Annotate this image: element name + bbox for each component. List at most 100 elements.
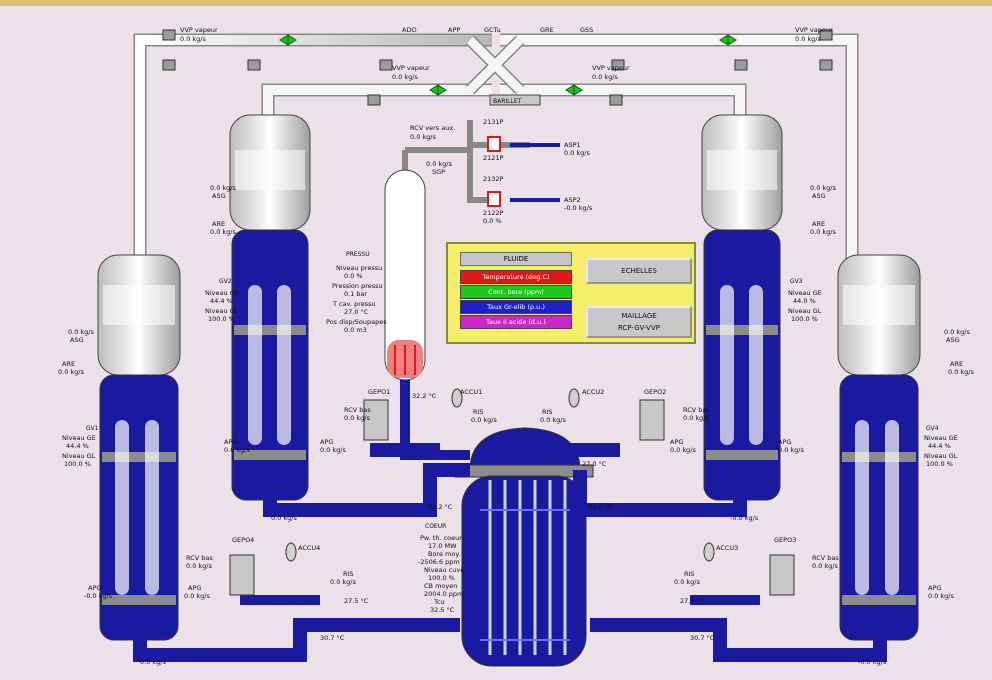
- accu-3-icon[interactable]: [703, 542, 715, 562]
- svg-text:GCTu: GCTu: [484, 26, 501, 34]
- svg-text:ACCU4: ACCU4: [298, 544, 320, 552]
- svg-text:ASG: ASG: [212, 192, 226, 200]
- accu-4-icon[interactable]: [285, 542, 297, 562]
- pressu-title: PRESSU: [346, 251, 370, 258]
- svg-text:RIS: RIS: [343, 570, 354, 578]
- svg-text:ARE: ARE: [812, 220, 825, 228]
- legend-item-bore[interactable]: Cont. bore (ppm): [460, 285, 572, 299]
- svg-text:ADO: ADO: [402, 26, 417, 34]
- svg-text:Niveau GL: Niveau GL: [205, 307, 239, 315]
- svg-text:Niveau GE: Niveau GE: [205, 289, 239, 297]
- vvp-center-left-label: VVP vapeur: [392, 64, 430, 72]
- svg-text:APG: APG: [88, 584, 101, 592]
- valve-vvp4-icon[interactable]: [719, 34, 737, 46]
- steam-generator-1: [97, 254, 181, 641]
- valve-vvp1-icon[interactable]: [279, 34, 297, 46]
- legend-item-label: Cont. bore (ppm): [488, 288, 544, 296]
- svg-text:0.0 kg/s: 0.0 kg/s: [186, 562, 212, 570]
- svg-text:32.2 °C: 32.2 °C: [428, 503, 453, 511]
- svg-text:Niveau GL: Niveau GL: [924, 452, 958, 460]
- svg-text:APG: APG: [224, 438, 237, 446]
- svg-text:GEPO4: GEPO4: [232, 536, 254, 544]
- svg-text:2132P: 2132P: [483, 175, 504, 183]
- steam-header: [133, 33, 859, 260]
- valve-vvp2-icon[interactable]: [429, 84, 447, 96]
- svg-text:0.0 kg/s: 0.0 kg/s: [180, 35, 206, 43]
- spray-valve-1-icon[interactable]: [487, 136, 501, 152]
- svg-text:0.0 kg/s: 0.0 kg/s: [224, 446, 250, 454]
- svg-text:0.1 bar: 0.1 bar: [344, 290, 368, 298]
- barillet-label: BARILLET: [493, 98, 522, 105]
- vvp-left-label: VVP vapeur: [180, 26, 218, 34]
- svg-text:0.0 %: 0.0 %: [483, 217, 502, 225]
- svg-text:0.0 kg/s: 0.0 kg/s: [344, 414, 370, 422]
- legend-item-taux-gr[interactable]: Taux Gr-elib (p.u.): [460, 300, 572, 314]
- pump-4-icon[interactable]: [769, 554, 795, 596]
- valve-vvp3-icon[interactable]: [565, 84, 583, 96]
- instrument-tags: [162, 29, 833, 106]
- svg-text:Niveau GE: Niveau GE: [924, 434, 958, 442]
- svg-text:2004.0 ppm: 2004.0 ppm: [424, 590, 463, 598]
- pump-3-icon[interactable]: [229, 554, 255, 596]
- svg-text:0.0 kg/s: 0.0 kg/s: [948, 368, 974, 376]
- svg-text:44.4 %: 44.4 %: [928, 442, 951, 450]
- steam-generator-3: [701, 114, 783, 501]
- svg-text:0.0 kg/s: 0.0 kg/s: [210, 184, 236, 192]
- svg-text:0.0 kg/s: 0.0 kg/s: [540, 416, 566, 424]
- svg-text:2121P: 2121P: [483, 154, 504, 162]
- svg-text:RCV bas: RCV bas: [683, 406, 710, 414]
- svg-text:ACCU1: ACCU1: [460, 388, 482, 396]
- steam-valves: [279, 34, 737, 96]
- legend-item-label: Taux Gr-elib (p.u.): [487, 303, 545, 311]
- svg-text:0.0 kg/s: 0.0 kg/s: [795, 35, 821, 43]
- svg-text:ACCU2: ACCU2: [582, 388, 604, 396]
- svg-text:44.0 %: 44.0 %: [793, 297, 816, 305]
- svg-text:0.0 kg/s: 0.0 kg/s: [928, 592, 954, 600]
- svg-text:0.0 %: 0.0 %: [344, 272, 363, 280]
- svg-text:100.0 %: 100.0 %: [428, 574, 455, 582]
- svg-text:0.0 kg/s: 0.0 kg/s: [592, 73, 618, 81]
- svg-text:-0.0 kg/s: -0.0 kg/s: [730, 514, 759, 522]
- diagram-labels: VVP vapeur 0.0 kg/s VVP vapeur 0.0 kg/s …: [58, 26, 974, 666]
- svg-text:APG: APG: [778, 438, 791, 446]
- legend-item-temperature[interactable]: Temperature (deg.C): [460, 270, 572, 284]
- maillage-button[interactable]: MAILLAGE RCP-GV-VVP: [586, 306, 692, 338]
- svg-text:Niveau GL: Niveau GL: [788, 307, 822, 315]
- legend-item-taux-ii[interactable]: Taux Ii acide (d.u.): [460, 315, 572, 329]
- maillage-label-1: MAILLAGE: [621, 312, 657, 320]
- spray-valve-2-icon[interactable]: [487, 191, 501, 207]
- svg-text:-0.0 kg/s: -0.0 kg/s: [84, 592, 113, 600]
- svg-text:0.0 m3: 0.0 m3: [344, 326, 367, 334]
- svg-text:0.0 kg/s: 0.0 kg/s: [184, 592, 210, 600]
- svg-text:ARE: ARE: [62, 360, 75, 368]
- svg-text:APG: APG: [670, 438, 683, 446]
- echelles-button[interactable]: ECHELLES: [586, 258, 692, 284]
- svg-text:30.7 °C: 30.7 °C: [690, 634, 715, 642]
- svg-text:Bore moy.: Bore moy.: [428, 550, 460, 558]
- svg-text:RIS: RIS: [684, 570, 695, 578]
- gv2-title: GV2: [219, 278, 232, 285]
- svg-text:100.0 %: 100.0 %: [926, 460, 953, 468]
- svg-text:0.0 kg/s: 0.0 kg/s: [810, 184, 836, 192]
- svg-text:0.0 kg/s: 0.0 kg/s: [320, 446, 346, 454]
- accu-2-icon[interactable]: [568, 388, 580, 408]
- svg-text:Niveau GL: Niveau GL: [62, 452, 96, 460]
- svg-text:ARE: ARE: [212, 220, 225, 228]
- pump-2-icon[interactable]: [639, 399, 665, 441]
- pump-1-icon[interactable]: [363, 399, 389, 441]
- svg-text:27.0 °C: 27.0 °C: [582, 460, 607, 468]
- svg-text:0.0 kg/s: 0.0 kg/s: [410, 133, 436, 141]
- gv3-title: GV3: [790, 278, 803, 285]
- svg-text:0.0 kg/s: 0.0 kg/s: [944, 328, 970, 336]
- svg-text:RCV vers aux.: RCV vers aux.: [410, 124, 455, 132]
- vvp-center-right-label: VVP vapeur: [592, 64, 630, 72]
- svg-text:GEPO1: GEPO1: [368, 388, 390, 396]
- legend-item-label: Taux Ii acide (d.u.): [486, 318, 546, 326]
- svg-text:27.5 °C: 27.5 °C: [344, 597, 369, 605]
- svg-text:APG: APG: [320, 438, 333, 446]
- svg-text:RCV bas: RCV bas: [186, 554, 213, 562]
- asp1-label: ASP1: [564, 141, 581, 149]
- accu-1-icon[interactable]: [451, 388, 463, 408]
- svg-text:17.0 MW: 17.0 MW: [428, 542, 457, 550]
